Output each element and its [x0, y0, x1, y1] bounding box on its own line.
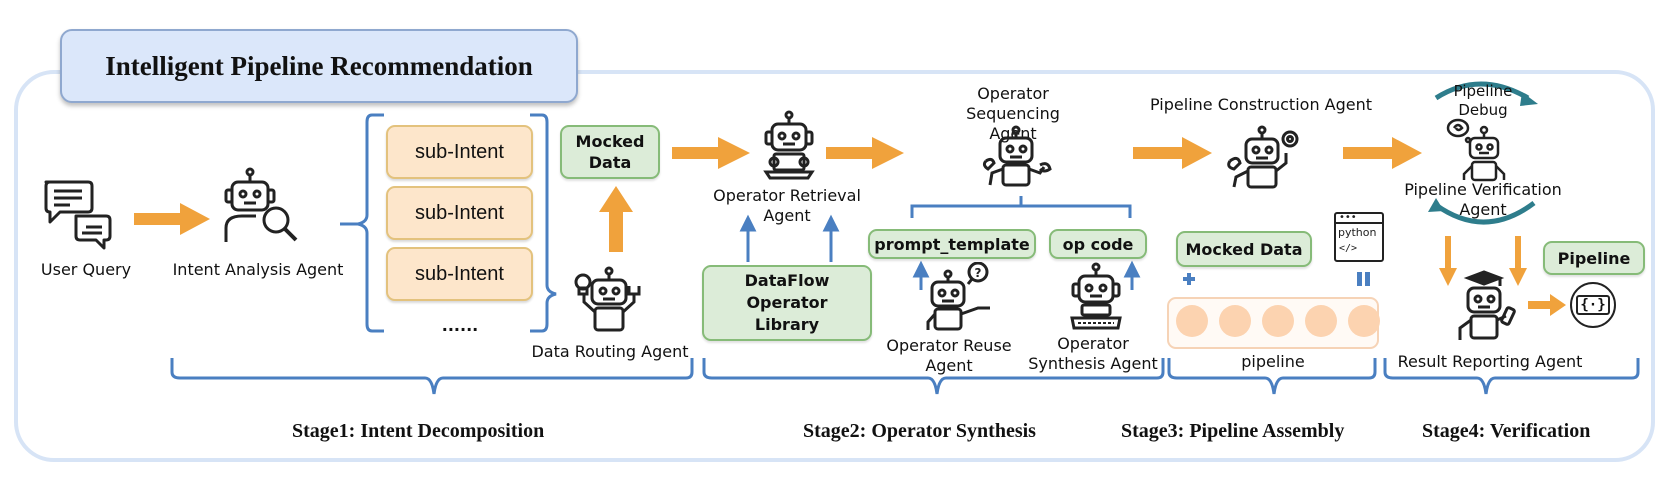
stage-braces [170, 358, 1640, 395]
flow-arrows [134, 137, 1566, 316]
arrow-construction-to-verification [1343, 137, 1422, 169]
json-result-glyph: {·} [1576, 295, 1610, 315]
prompt-template-box: prompt_template [868, 229, 1036, 259]
arrow-verification-down-left [1439, 236, 1457, 286]
pipeline-result-box: Pipeline [1543, 241, 1645, 275]
json-result-icon: {·} [1570, 282, 1616, 328]
svg-text:?: ? [975, 266, 982, 280]
arrow-retrieval-to-sequencing [826, 137, 904, 169]
reporting-agent-label: Result Reporting Agent [1397, 352, 1583, 371]
synthesis-agent-label: Operator Synthesis Agent [1028, 334, 1158, 373]
sub-intent-box: sub-Intent [386, 125, 533, 179]
retrieval-agent-label: Operator Retrieval Agent [713, 186, 861, 225]
pipeline-frame [14, 70, 1655, 462]
robot-thinking-icon [1446, 118, 1506, 182]
sub-intent-brackets [340, 113, 557, 333]
sub-intent-box: sub-Intent [386, 247, 533, 301]
page-title: Intelligent Pipeline Recommendation [105, 50, 533, 81]
sequencing-bracket [910, 196, 1132, 218]
pipeline-node [1262, 305, 1294, 337]
python-code-icon-bar [1336, 222, 1382, 224]
user-query-label: User Query [40, 260, 132, 279]
robot-wrench-icon [982, 125, 1052, 187]
debug-label: Pipeline Debug [1453, 82, 1513, 119]
debug-loop-arcs [1428, 81, 1538, 225]
pipeline-node [1305, 305, 1337, 337]
construction-agent-label: Pipeline Construction Agent [1150, 95, 1373, 114]
pipeline-node [1348, 305, 1380, 337]
stage2-label: Stage2: Operator Synthesis [803, 420, 1036, 442]
robot-graduate-icon [1458, 270, 1516, 340]
mocked-data-box-stage3: Mocked Data [1176, 231, 1312, 267]
arrow-mocked-to-retrieval [672, 137, 750, 169]
arrow-verification-down-right [1509, 236, 1527, 286]
op-code-box: op code [1049, 229, 1147, 259]
chat-bubbles-icon [44, 180, 112, 250]
robot-magnifier-icon [224, 167, 298, 242]
stage1-label: Stage1: Intent Decomposition [292, 420, 545, 442]
verification-agent-label: Pipeline Verification Agent [1404, 180, 1562, 219]
stage3-label: Stage3: Pipeline Assembly [1121, 420, 1345, 442]
robot-gear-icon [1227, 125, 1299, 189]
code-glyph: </> [1339, 243, 1358, 254]
stage4-label: Stage4: Verification [1422, 420, 1591, 442]
arrow-sequencing-to-construction [1133, 137, 1212, 169]
arrow-query-to-intent [134, 203, 210, 235]
reuse-agent-label: Operator Reuse Agent [886, 336, 1012, 375]
routing-agent-label: Data Routing Agent [531, 342, 689, 361]
arrow-routing-to-mocked [599, 186, 633, 252]
library-arrows [739, 214, 1141, 290]
sub-intent-box: sub-Intent [386, 186, 533, 240]
intent-agent-label: Intent Analysis Agent [172, 260, 344, 279]
pipeline-controls [1183, 272, 1370, 286]
python-code-icon: ••• python </> [1334, 212, 1384, 262]
robot-lightbulb-wrench-icon [574, 266, 641, 332]
dataflow-operator-library-box: DataFlow Operator Library [702, 265, 872, 341]
python-file-text: python [1338, 226, 1377, 239]
more-sub-intents-ellipsis: ...... [441, 316, 479, 335]
robot-question-icon: ? [926, 262, 990, 331]
mocked-data-box: Mocked Data [560, 125, 660, 179]
pipeline-label: pipeline [1241, 352, 1305, 371]
arrow-reporting-to-result [1528, 294, 1566, 316]
pipeline-node [1176, 305, 1208, 337]
robot-laptop-icon [763, 110, 815, 180]
robot-keyboard-icon [1070, 262, 1122, 330]
python-code-icon-dots: ••• [1339, 212, 1357, 223]
title-banner: Intelligent Pipeline Recommendation [60, 29, 578, 103]
pipeline-node [1219, 305, 1251, 337]
